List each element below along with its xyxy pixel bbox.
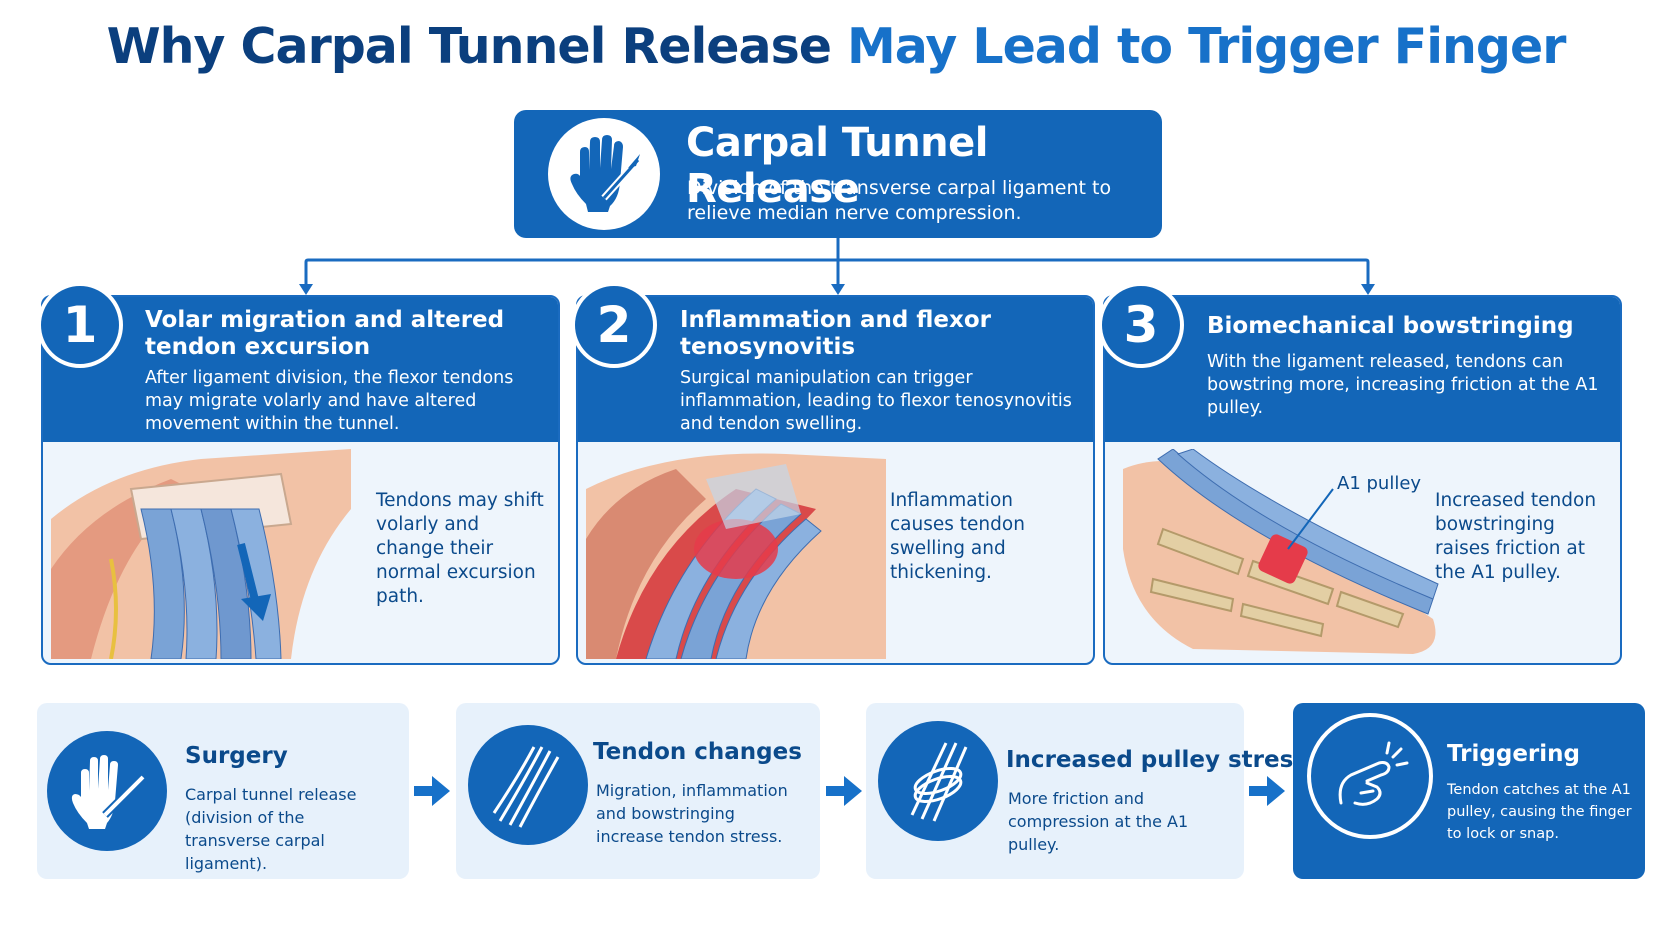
panel-header — [578, 297, 1093, 442]
panel-caption: Inflammation causes tendon swelling and … — [890, 490, 1025, 583]
pulley-icon — [878, 721, 998, 841]
step-description: Carpal tunnel release (division of the t… — [185, 785, 357, 873]
panel-caption: Increased tendon bowstringing raises fri… — [1435, 490, 1597, 583]
title-part-1: Why Carpal Tunnel Release — [106, 18, 832, 75]
panel-volar-migration: Volar migration and altered tendon excur… — [41, 295, 560, 665]
hand-scalpel-icon — [548, 118, 660, 230]
arrow-right-icon — [826, 776, 862, 806]
panel-title: Biomechanical bowstringing — [1207, 313, 1574, 339]
step-description: More friction and compression at the A1 … — [1008, 789, 1189, 854]
trigger-finger-icon — [1307, 713, 1433, 839]
step-number-badge: 3 — [1098, 282, 1184, 368]
step-pulley-stress: Increased pulley stress More friction an… — [866, 703, 1307, 879]
step-surgery: Surgery Carpal tunnel release (division … — [37, 703, 409, 879]
tendon-icon — [468, 725, 588, 845]
step-title: Surgery — [185, 743, 288, 769]
arrow-right-icon — [414, 776, 450, 806]
step-description: Migration, inflammation and bowstringing… — [596, 781, 788, 846]
step-title: Triggering — [1447, 741, 1580, 767]
title-part-2: May Lead to Trigger Finger — [847, 18, 1566, 75]
panel-description: With the ligament released, tendons can … — [1207, 352, 1599, 418]
step-number-badge: 1 — [37, 282, 123, 368]
step-description: Tendon catches at the A1 pulley, causing… — [1447, 782, 1632, 842]
tendon-migration-illustration — [51, 449, 351, 659]
step-title: Tendon changes — [593, 739, 802, 765]
top-box-description: Division of the transverse carpal ligame… — [687, 177, 1112, 224]
page-title: Why Carpal Tunnel Release May Lead to Tr… — [0, 18, 1672, 75]
panel-description: Surgical manipulation can trigger inflam… — [680, 368, 1072, 434]
carpal-tunnel-release-box: Carpal Tunnel Release Division of the tr… — [514, 110, 1162, 238]
panel-title: Inflammation and flexor tenosynovitis — [680, 307, 992, 360]
a1-pulley-label: A1 pulley — [1337, 473, 1422, 494]
panel-header — [43, 297, 558, 442]
tenosynovitis-illustration — [586, 453, 886, 659]
hand-scalpel-icon — [47, 731, 167, 851]
top-box-title: Carpal Tunnel Release — [686, 120, 989, 212]
step-title: Increased pulley stress — [1006, 747, 1307, 773]
panel-description: After ligament division, the flexor tend… — [145, 368, 514, 434]
panel-header — [1105, 297, 1620, 442]
arrow-right-icon — [1249, 776, 1285, 806]
step-tendon-changes: Tendon changes Migration, inflammation a… — [456, 703, 820, 879]
bowstringing-illustration — [1123, 449, 1439, 654]
panel-bowstringing: Biomechanical bowstringing With the liga… — [1103, 295, 1622, 665]
step-number-badge: 2 — [571, 282, 657, 368]
step-triggering: Triggering Tendon catches at the A1 pull… — [1293, 703, 1645, 879]
panel-inflammation: Inflammation and flexor tenosynovitis Su… — [576, 295, 1095, 665]
panel-caption: Tendons may shift volarly and change the… — [376, 490, 544, 607]
panel-title: Volar migration and altered tendon excur… — [145, 307, 505, 360]
